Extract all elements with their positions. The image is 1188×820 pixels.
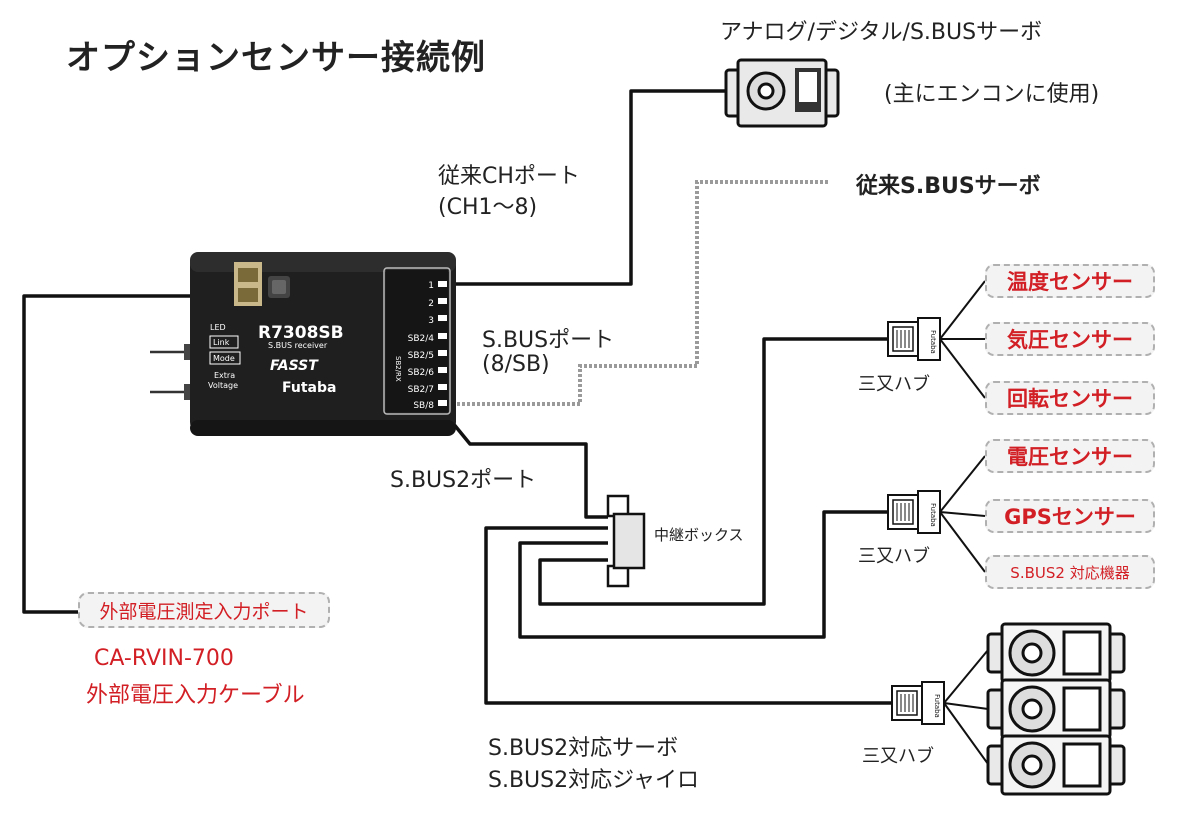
receiver-port: SB2/4 xyxy=(408,334,435,344)
label-sbus2-servo-1: S.BUS2対応サーボ xyxy=(488,736,679,761)
sbus2-servo-icon xyxy=(986,622,1126,684)
label-servo-top-note: (主にエンコンに使用) xyxy=(884,82,1100,107)
wire-ext-voltage xyxy=(22,294,194,614)
sensor-sbus2-device: S.BUS2 対応機器 xyxy=(985,555,1155,589)
receiver-port: SB2/5 xyxy=(408,351,434,361)
fan-hub1 xyxy=(939,280,986,399)
fan-hub2 xyxy=(939,455,986,573)
hub-brand: Futaba xyxy=(933,694,941,718)
receiver-sbus2-rx: SB2/RX xyxy=(394,356,402,382)
sensor-voltage: 電圧センサー xyxy=(985,439,1155,473)
wire-relay-hub3 xyxy=(484,526,892,705)
label-sbus-port-1: S.BUSポート xyxy=(482,328,615,353)
label-servo-top: アナログ/デジタル/S.BUSサーボ xyxy=(720,20,1043,45)
cable-desc: 外部電圧入力ケーブル xyxy=(86,683,305,708)
sensor-gps: GPSセンサー xyxy=(985,499,1155,533)
wire-sbus-dotted xyxy=(452,180,830,406)
label-sbus-servo: 従来S.BUSサーボ xyxy=(856,174,1041,199)
hub-brand: Futaba xyxy=(929,330,937,354)
ext-voltage-port-tag: 外部電圧測定入力ポート xyxy=(78,592,330,628)
servo-icon xyxy=(724,58,840,128)
wire-relay-hub1 xyxy=(538,337,888,606)
sensor-temperature: 温度センサー xyxy=(985,264,1155,298)
receiver: R7308SB S.BUS receiver FASST Futaba LED … xyxy=(150,252,456,436)
label-hub-1: 三又ハブ xyxy=(858,374,930,395)
sbus2-servo-icon xyxy=(986,678,1126,740)
receiver-port: SB/8 xyxy=(413,401,434,411)
receiver-link: Link xyxy=(213,338,230,347)
receiver-led: LED xyxy=(210,323,226,332)
hub-icon-1 xyxy=(887,317,941,361)
sensor-pressure: 気圧センサー xyxy=(985,322,1155,356)
label-hub-2: 三又ハブ xyxy=(858,546,930,567)
wire-ch-port xyxy=(452,89,725,286)
label-ch-port-2: (CH1～8) xyxy=(438,195,538,220)
relay-box-icon xyxy=(606,494,646,588)
label-sbus2-port: S.BUS2ポート xyxy=(390,468,537,493)
receiver-mode: Mode xyxy=(213,354,235,363)
hub-brand: Futaba xyxy=(929,503,937,527)
sbus2-servo-icon xyxy=(986,734,1126,796)
receiver-model: R7308SB xyxy=(258,323,344,343)
receiver-tech: FASST xyxy=(270,358,319,374)
receiver-brand: Futaba xyxy=(282,380,336,396)
label-hub-3: 三又ハブ xyxy=(862,746,934,767)
receiver-port: 2 xyxy=(428,299,434,309)
receiver-port: 1 xyxy=(428,281,434,291)
label-ch-port-1: 従来CHポート xyxy=(438,164,580,189)
page-title: オプションセンサー接続例 xyxy=(66,38,486,78)
hub-icon-2 xyxy=(887,490,941,534)
label-relay-box: 中継ボックス xyxy=(654,526,744,544)
receiver-port: SB2/7 xyxy=(408,385,434,395)
wire-relay-hub2 xyxy=(518,510,888,639)
fan-hub3 xyxy=(943,649,989,765)
sensor-rpm: 回転センサー xyxy=(985,381,1155,415)
wire-sbus2-port xyxy=(450,420,608,519)
label-sbus2-servo-2: S.BUS2対応ジャイロ xyxy=(488,768,700,793)
receiver-port: SB2/6 xyxy=(408,368,435,378)
receiver-extra1: Extra xyxy=(214,371,235,380)
receiver-subtitle: S.BUS receiver xyxy=(268,341,328,350)
receiver-extra2: Voltage xyxy=(208,381,238,390)
receiver-port: 3 xyxy=(428,316,434,326)
hub-icon-3 xyxy=(891,681,945,725)
cable-model: CA-RVIN-700 xyxy=(94,646,234,671)
label-sbus-port-2: (8/SB) xyxy=(482,352,550,377)
